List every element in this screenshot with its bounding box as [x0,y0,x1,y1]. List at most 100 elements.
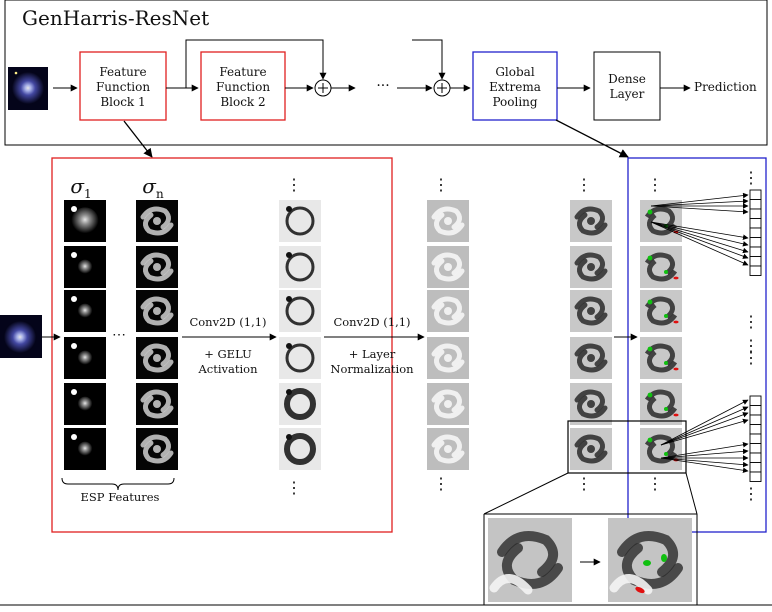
conv1-label-b: + GELU [204,347,252,361]
conv2-label-a: Conv2D (1,1) [333,315,411,329]
vertical-ellipsis: ⋮ [743,484,759,503]
zoom-inset-input [488,518,572,602]
architecture-frame [4,0,768,146]
vertical-ellipsis: ⋮ [576,175,592,194]
vertical-ellipsis: ⋮ [743,168,759,187]
dense-label: Dense Layer [608,72,646,101]
residual-output-thumb [570,246,612,288]
esp-sigman-thumb [136,290,178,332]
conv1-label-a: Conv2D (1,1) [189,315,267,329]
layernorm-output-thumb [427,246,469,288]
esp-sigman-thumb [136,383,178,425]
residual-output-thumb [570,290,612,332]
ff2-label: Feature Function Block 2 [215,65,271,109]
esp-sigma1-thumb [64,290,106,332]
maxima-marker [647,299,653,305]
gep-label: Global Extrema Pooling [489,65,541,109]
esp-sigman-thumb [136,246,178,288]
skip-connection-2 [412,39,446,80]
gelu-output-thumb [279,383,321,425]
layernorm-output-thumb [427,337,469,379]
layernorm-output-thumb [427,383,469,425]
feature-block-detail-frame [51,157,393,533]
dense-layer-block [593,51,661,121]
esp-sigman-thumb [136,337,178,379]
zoom-arrow-ff1 [123,120,153,158]
vertical-ellipsis: ⋮ [576,474,592,493]
zoom-inset-extrema [608,518,692,602]
gelu-output-thumb [279,246,321,288]
conv2-label-c: Normalization [330,362,414,376]
feature-function-block-2 [200,51,286,121]
vertical-ellipsis: ⋮ [433,175,449,194]
esp-sigma1-thumb [64,383,106,425]
minima-marker [673,276,679,280]
extrema-map-thumb [640,428,682,470]
vertical-ellipsis: ⋮ [647,474,663,493]
layernorm-output-thumb [427,290,469,332]
esp-features-brace [61,477,175,491]
vertical-ellipsis: ⋮ [743,336,759,355]
prediction-label: Prediction [694,80,757,94]
diagram-title: GenHarris-ResNet [22,6,210,30]
sigma-n-header: σn [142,174,164,201]
global-extrema-pooling-block [472,51,558,121]
maxima-marker [647,392,653,398]
conv2-label-b: + Layer [348,347,396,361]
extrema-map-thumb [640,383,682,425]
maxima-marker [661,554,667,562]
maxima-marker [664,407,668,411]
layernorm-output-thumb [427,428,469,470]
ff1-label: Feature Function Block 1 [95,65,151,109]
maxima-marker [664,452,668,456]
gelu-output-thumb [279,428,321,470]
vertical-ellipsis: ⋮ [286,175,302,194]
esp-sigman-thumb [136,200,178,242]
vertical-ellipsis: ⋮ [433,474,449,493]
minima-marker [673,367,679,371]
ellipsis-top: ··· [376,78,390,94]
esp-sigma1-thumb [64,337,106,379]
vertical-ellipsis: ⋮ [286,478,302,497]
skip-connection-1 [185,39,327,88]
pooled-feature-vector-top [749,189,762,276]
esp-sigman-thumb [136,428,178,470]
layernorm-output-thumb [427,200,469,242]
minima-marker [673,320,679,324]
minima-marker [635,586,645,594]
residual-output-thumb [570,200,612,242]
maxima-marker [647,346,653,352]
extrema-map-thumb [640,290,682,332]
residual-output-thumb [570,428,612,470]
pooled-feature-vector-bottom [749,395,762,482]
gelu-output-thumb [279,290,321,332]
maxima-marker [664,314,668,318]
vertical-ellipsis: ⋮ [743,348,759,367]
maxima-marker [647,437,653,443]
maxima-marker [643,560,651,566]
minima-marker [673,413,679,417]
vertical-ellipsis: ⋮ [647,175,663,194]
row-ellipsis: ⋯ [112,327,126,343]
sigma-1-header: σ1 [70,174,92,201]
zoom-arrow-gep [555,119,629,158]
conv1-label-c: Activation [198,362,258,376]
maxima-marker [647,255,653,261]
vertical-ellipsis: ⋮ [743,312,759,331]
esp-sigma1-thumb [64,246,106,288]
maxima-marker [664,270,668,274]
feature-function-block-1 [79,51,167,121]
residual-output-thumb [570,337,612,379]
gelu-output-thumb [279,200,321,242]
esp-sigma1-thumb [64,428,106,470]
maxima-marker [647,209,653,215]
esp-features-label: ESP Features [80,490,160,504]
extrema-map-thumb [640,337,682,379]
esp-sigma1-thumb [64,200,106,242]
extrema-map-thumb [640,246,682,288]
gelu-output-thumb [279,337,321,379]
maxima-marker [664,361,668,365]
zoom-source-highlight [567,420,687,474]
